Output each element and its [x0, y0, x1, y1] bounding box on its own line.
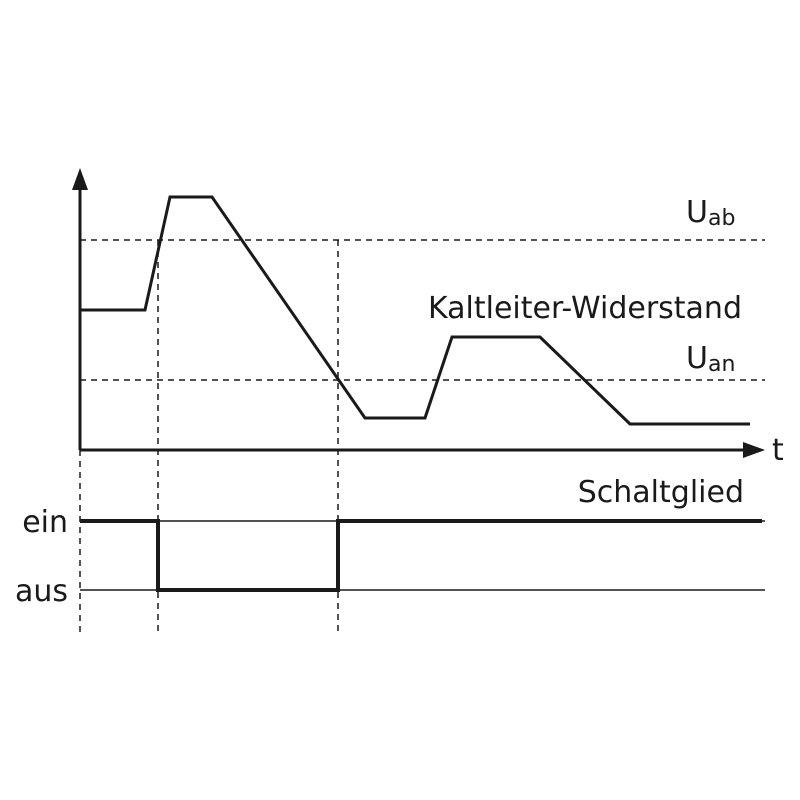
resistance-curve	[80, 195, 750, 426]
label-switch: Schaltglied	[578, 475, 744, 510]
x-axis-arrow-icon	[743, 442, 765, 458]
label-state-off: aus	[15, 574, 68, 609]
label-u-ab: Uab	[686, 195, 735, 231]
label-time-axis: t	[772, 433, 784, 468]
label-resistance-curve: Kaltleiter-Widerstand	[428, 291, 742, 326]
label-state-on: ein	[22, 505, 68, 540]
label-u-an: Uan	[686, 341, 735, 377]
y-axis-arrow-icon	[72, 168, 88, 190]
switch-signal	[80, 519, 762, 592]
